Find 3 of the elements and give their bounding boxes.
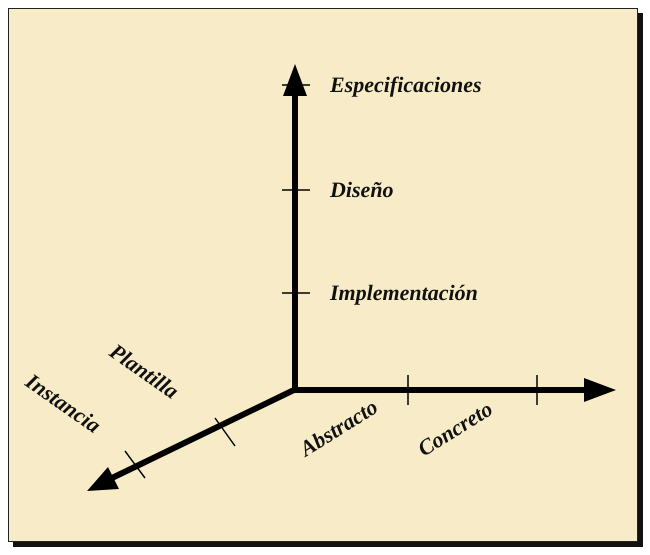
axis-label: Especificaciones bbox=[330, 74, 482, 96]
axis-label: Diseño bbox=[330, 179, 394, 201]
axis-label: Implementación bbox=[330, 282, 478, 304]
